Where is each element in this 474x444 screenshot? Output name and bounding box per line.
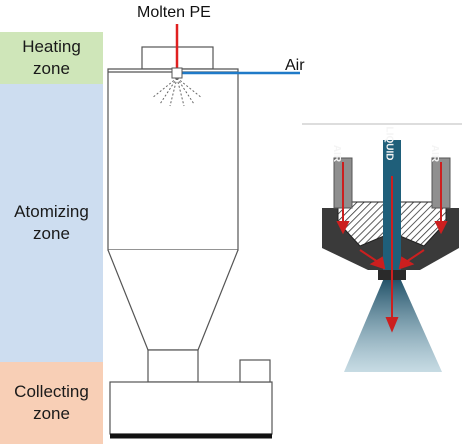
spray-tower-vessel xyxy=(107,46,273,435)
collector-box xyxy=(109,381,273,435)
spray-lines xyxy=(151,77,203,107)
atomizing-zone-label-line1: Atomizing xyxy=(14,202,89,221)
flow-arrows xyxy=(336,162,448,333)
atomizing-zone-label-line2: zone xyxy=(33,224,70,243)
molten-pe-label: Molten PE xyxy=(137,4,211,21)
collecting-zone-label-line1: Collecting xyxy=(14,382,89,401)
nozzle-liquid-label: LIQUID xyxy=(383,126,395,161)
nozzle-air-left-label: AIR xyxy=(331,144,343,163)
heating-zone-band: Heating zone xyxy=(0,32,103,84)
collecting-zone-band: Collecting zone xyxy=(0,362,103,444)
nozzle-tip xyxy=(171,67,183,79)
collector-small-box xyxy=(239,359,271,383)
atomizing-zone-band: Atomizing zone xyxy=(0,84,103,362)
heating-zone-label-line2: zone xyxy=(33,59,70,78)
collecting-zone-label-line2: zone xyxy=(33,404,70,423)
nozzle-hatch-left xyxy=(337,201,385,247)
tower-cone xyxy=(107,249,239,351)
nozzle-air-right-label: AIR xyxy=(429,144,441,163)
tower-cylinder xyxy=(107,68,239,251)
heating-zone-label-line1: Heating xyxy=(22,37,81,56)
tower-outlet xyxy=(147,349,199,383)
air-label: Air xyxy=(285,57,305,74)
